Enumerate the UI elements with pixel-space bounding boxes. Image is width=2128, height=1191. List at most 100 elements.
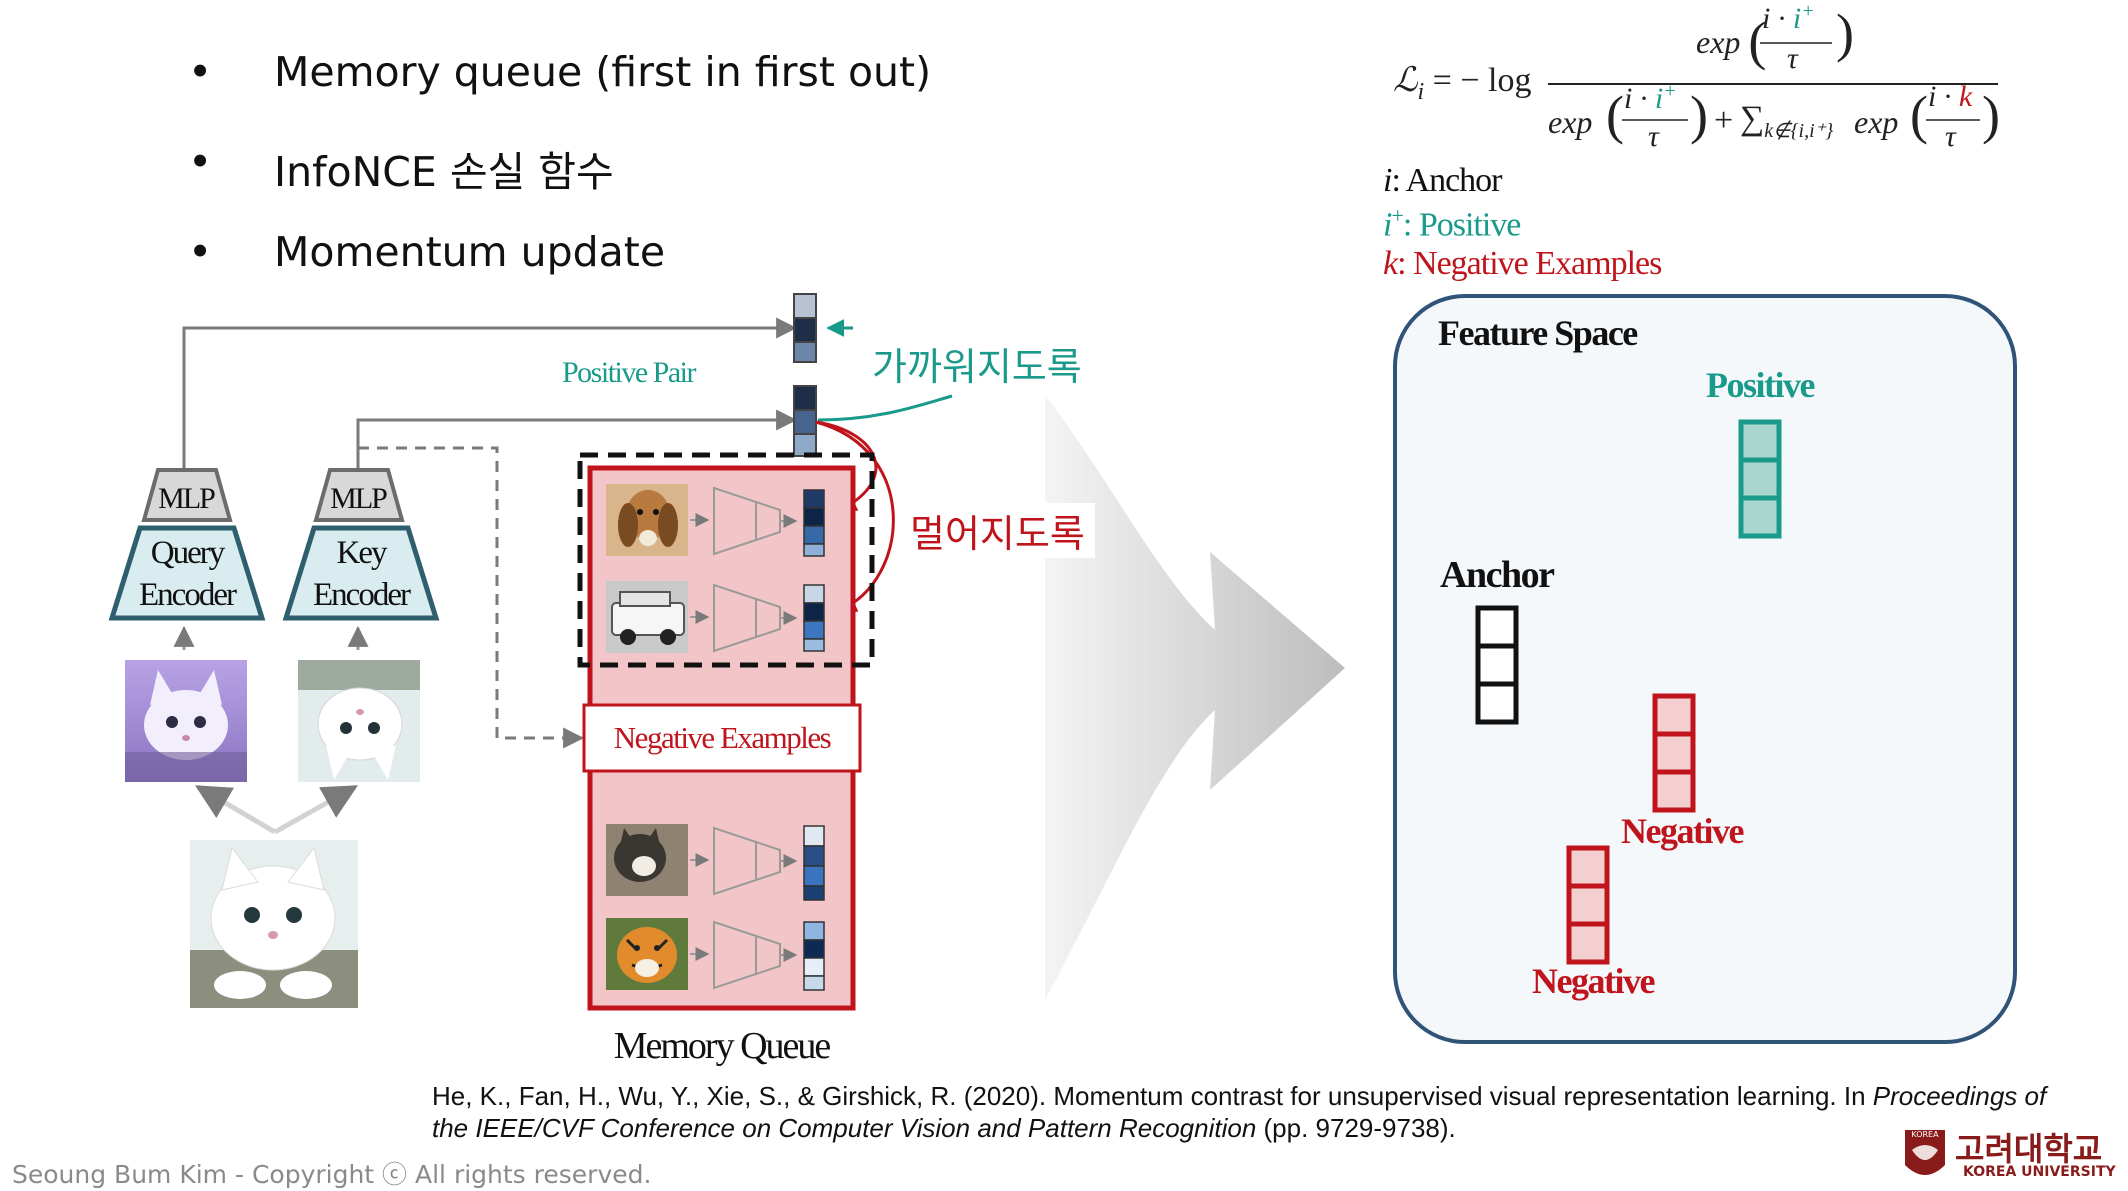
queue-encoder-3 (690, 826, 798, 896)
formula-lhs: ℒi = − log (1393, 60, 1531, 106)
key-vector (793, 385, 817, 457)
bullet-text: InfoNCE 손실 함수 (274, 148, 614, 196)
positive-vector (1738, 419, 1782, 539)
num-i-dot: i · (1762, 2, 1786, 35)
legend-anchor-text: : Anchor (1391, 162, 1502, 199)
queue-encoder-4 (690, 920, 798, 990)
legend-negative-symbol: k (1383, 245, 1398, 282)
bullet-dot: • (188, 228, 213, 276)
bullet-text: Momentum update (274, 228, 666, 276)
formula-den-exp1: exp (1548, 104, 1593, 140)
queue-item-cat (606, 824, 688, 896)
legend-negative-text: : Negative Examples (1397, 245, 1662, 282)
den-i-plus-sup: + (1663, 80, 1677, 102)
farther-label: 멀어지도록 (900, 503, 1095, 558)
formula-den-plus: + (1714, 102, 1734, 139)
key-cat-image (298, 660, 420, 782)
citation-plain: He, K., Fan, H., Wu, Y., Xie, S., & Girs… (432, 1081, 1873, 1111)
legend-anchor: i: Anchor (1383, 162, 1503, 200)
seal-text: KOREA (1911, 1130, 1939, 1139)
num-i-plus: i+ (1793, 0, 1815, 35)
positive-pair-label: Positive Pair (562, 356, 697, 389)
negative-label-2: Negative (1532, 961, 1655, 1001)
loss-symbol: ℒ (1393, 62, 1418, 99)
legend-positive-symbol: i (1383, 206, 1393, 244)
korea-university-seal (1905, 1130, 1945, 1175)
formula-den-frac2: i · k (1928, 80, 1972, 114)
negative-examples-box (582, 703, 862, 773)
queue-item-car (606, 581, 688, 653)
citation: He, K., Fan, H., Wu, Y., Xie, S., & Girs… (432, 1080, 2102, 1144)
den-k: k (1958, 80, 1973, 113)
formula-numerator: exp ( (1696, 4, 1766, 71)
negative-examples-label: Negative Examples (613, 720, 832, 755)
augment-arrow-right (273, 784, 359, 835)
memory-queue-label: Memory Queue (613, 1025, 832, 1067)
den-i-dot-2: i · (1928, 80, 1952, 113)
formula-den-paren-close2: ) (1982, 85, 2000, 145)
query-encoder-shape (108, 468, 266, 621)
query-vector (793, 293, 817, 363)
formula-den-paren-close1: ) (1690, 85, 1708, 145)
query-mlp-label: MLP (158, 482, 216, 515)
feature-space-title: Feature Space (1438, 313, 1638, 353)
den-i-plus-base: i (1654, 82, 1664, 115)
queue-encoder-1 (690, 486, 798, 556)
legend-positive-text: : Positive (1402, 206, 1522, 244)
queue-vector-1 (803, 489, 825, 557)
formula-den-tau2: τ (1945, 120, 1956, 153)
formula-den-paren-open2: ( (1910, 85, 1928, 145)
queue-vector-3 (803, 825, 825, 901)
bullet-text: Memory queue (first in first out) (274, 48, 932, 96)
query-cat-image (125, 660, 247, 782)
legend-negative: k: Negative Examples (1383, 245, 1662, 283)
key-encoder-line1: Key (336, 535, 388, 571)
logo-korean: 고려대학교 (1955, 1130, 2103, 1168)
citation-italic-1: Proceedings of (1872, 1081, 2047, 1111)
original-cat-image (190, 840, 358, 1008)
formula-num-frac: i · i+ (1762, 0, 1815, 36)
closer-label: 가까워지도록 (872, 336, 1082, 391)
citation-italic-2: the IEEE/CVF Conference on Computer Visi… (432, 1113, 1257, 1143)
key-encoder-label: Key Encoder (286, 532, 436, 616)
num-paren-open: ( (1748, 11, 1767, 71)
sum-subscript: k∉{i,i⁺} (1764, 119, 1834, 142)
anchor-label: Anchor (1440, 554, 1555, 596)
logo-english: KOREA UNIVERSITY (1963, 1164, 2116, 1180)
big-arrow-shape (1045, 395, 1345, 1000)
sum-symbol: ∑ (1740, 100, 1765, 137)
feature-space-box (1393, 294, 2017, 1044)
augment-arrow-left (194, 784, 277, 835)
formula-den-exp2: exp (1854, 104, 1899, 140)
queue-item-dog (606, 484, 688, 556)
formula-den-sum: ∑k∉{i,i⁺} (1740, 100, 1833, 143)
den-i-dot: i · (1624, 82, 1648, 115)
query-path-line (182, 317, 798, 470)
legend-positive: i+: Positive (1383, 203, 1522, 244)
query-encoder-line1: Query (150, 535, 225, 571)
closer-arrow (817, 394, 953, 422)
farther-arrow-2 (815, 420, 895, 612)
negative-vector-2 (1566, 845, 1610, 965)
queue-item-tiger (606, 918, 688, 990)
formula-num-paren-close: ) (1836, 3, 1854, 63)
anchor-vector (1475, 605, 1519, 725)
bullet-dot: • (188, 138, 213, 186)
negative-label-1: Negative (1621, 811, 1744, 851)
key-encoder-shape (282, 468, 440, 621)
num-exp: exp (1696, 24, 1741, 60)
query-encoder-line2: Encoder (139, 577, 237, 613)
key-encoder-line2: Encoder (313, 577, 411, 613)
positive-label: Positive (1706, 365, 1815, 405)
num-i-plus-sup: + (1801, 0, 1815, 22)
key-path-line (356, 409, 798, 470)
legend-anchor-symbol: i (1383, 162, 1393, 199)
queue-encoder-2 (690, 583, 798, 653)
formula-den-frac1: i · i+ (1624, 80, 1677, 116)
bullet-dot: • (188, 48, 213, 96)
query-encoder-label: Query Encoder (112, 532, 262, 616)
citation-pages: (pp. 9729-9738). (1256, 1113, 1456, 1143)
legend-positive-sup: + (1391, 203, 1403, 228)
negative-vector-1 (1652, 693, 1696, 813)
